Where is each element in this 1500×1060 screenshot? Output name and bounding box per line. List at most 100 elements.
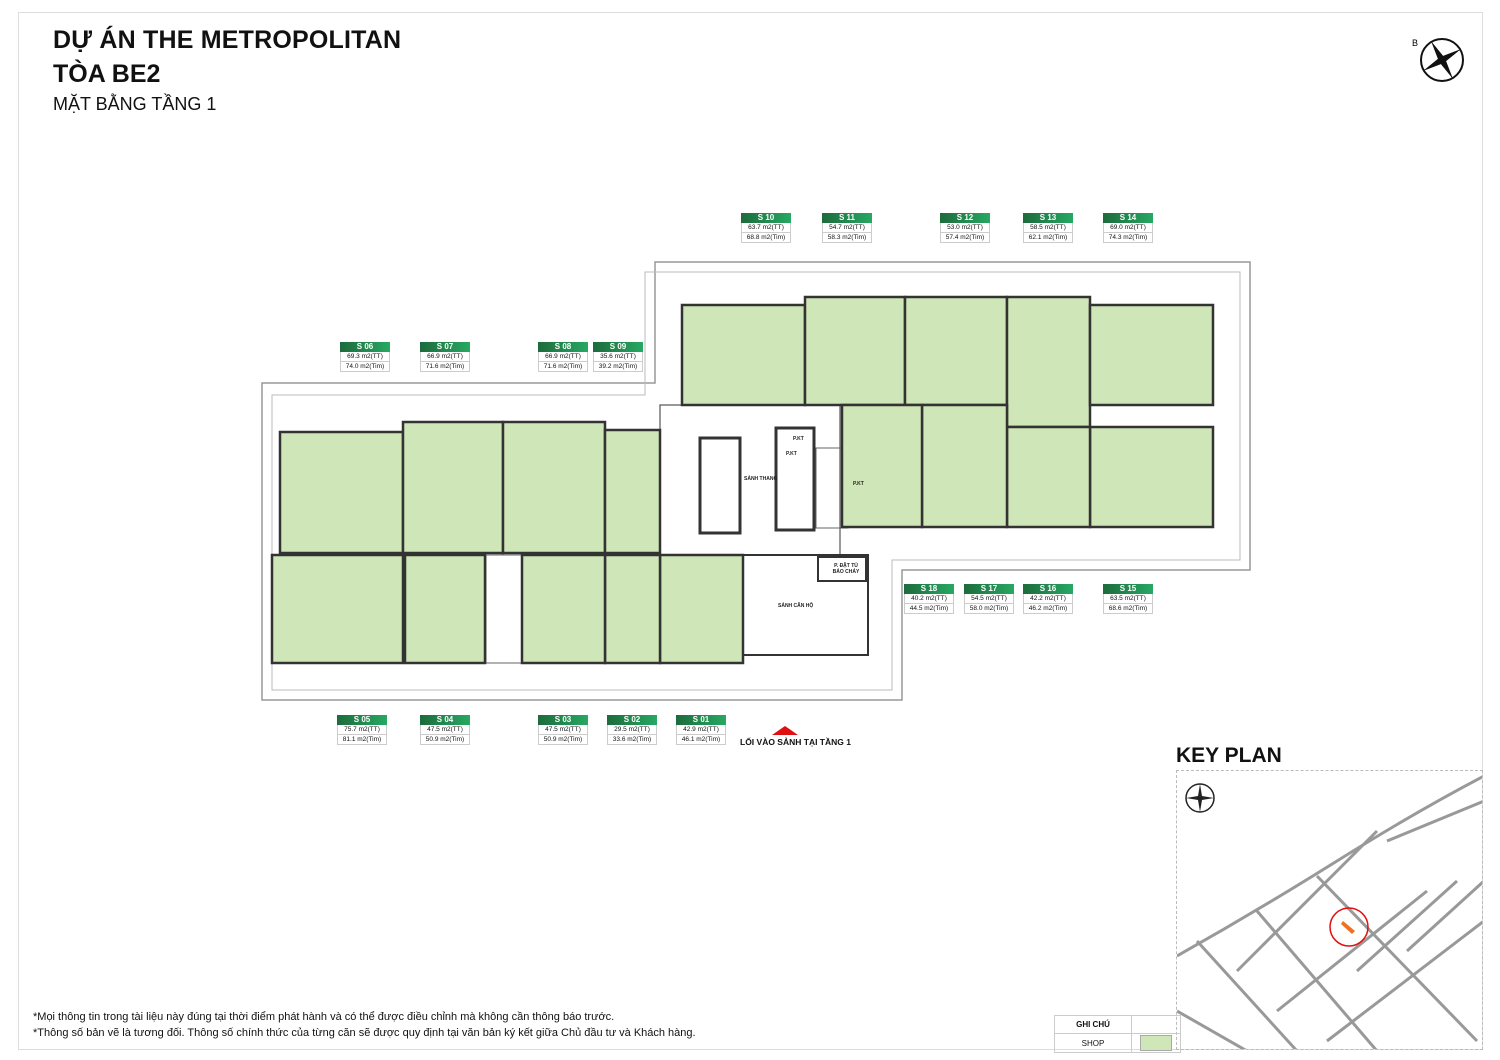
shop-id: S 04 bbox=[420, 715, 470, 725]
area-net: 58.5 m2(TT) bbox=[1023, 223, 1073, 233]
compass-north-label: B bbox=[1412, 38, 1418, 48]
shop-unit-s15[interactable] bbox=[1088, 425, 1215, 529]
area-net: 47.5 m2(TT) bbox=[420, 725, 470, 735]
area-gross: 57.4 m2(Tim) bbox=[940, 233, 990, 243]
key-plan-title: KEY PLAN bbox=[1176, 744, 1282, 767]
shop-id: S 11 bbox=[822, 213, 872, 223]
area-net: 69.3 m2(TT) bbox=[340, 352, 390, 362]
area-net: 40.2 m2(TT) bbox=[904, 594, 954, 604]
compass-icon: B bbox=[1412, 38, 1464, 82]
area-gross: 50.9 m2(Tim) bbox=[420, 735, 470, 745]
shop-unit-s04[interactable] bbox=[403, 553, 487, 665]
area-net: 75.7 m2(TT) bbox=[337, 725, 387, 735]
area-gross: 44.5 m2(Tim) bbox=[904, 604, 954, 614]
terrace-inner-outline bbox=[271, 271, 1241, 691]
area-gross: 62.1 m2(Tim) bbox=[1023, 233, 1073, 243]
area-net: 29.5 m2(TT) bbox=[607, 725, 657, 735]
area-net: 69.0 m2(TT) bbox=[1103, 223, 1153, 233]
area-gross: 58.0 m2(Tim) bbox=[964, 604, 1014, 614]
shop-unit-s13[interactable] bbox=[1005, 295, 1092, 429]
apartment-lobby-label: SẢNH CĂN HỘ bbox=[778, 603, 814, 609]
terrace-outline bbox=[261, 261, 1251, 701]
shop-unit-s06[interactable] bbox=[278, 430, 405, 555]
legend-shop-swatch bbox=[1140, 1035, 1172, 1051]
shop-unit-s08[interactable] bbox=[501, 420, 607, 555]
legend-table: GHI CHÚ SHOP bbox=[1054, 1015, 1181, 1053]
area-net: 42.2 m2(TT) bbox=[1023, 594, 1073, 604]
shop-unit-s03[interactable] bbox=[520, 553, 607, 665]
shop-unit-s05[interactable] bbox=[270, 553, 405, 665]
shop-id: S 01 bbox=[676, 715, 726, 725]
shop-unit-s14[interactable] bbox=[1088, 303, 1215, 407]
shop-units bbox=[270, 295, 1215, 665]
shop-id: S 16 bbox=[1023, 584, 1073, 594]
shop-id: S 10 bbox=[741, 213, 791, 223]
shop-unit-s12[interactable] bbox=[903, 295, 1009, 407]
shop-unit-s02[interactable] bbox=[603, 553, 662, 665]
area-gross: 71.6 m2(Tim) bbox=[420, 362, 470, 372]
shop-id: S 12 bbox=[940, 213, 990, 223]
tech-room-label: P.KT bbox=[793, 436, 804, 442]
shop-unit-s17[interactable] bbox=[920, 403, 1009, 529]
area-gross: 46.2 m2(Tim) bbox=[1023, 604, 1073, 614]
shop-id: S 07 bbox=[420, 342, 470, 352]
entrance-arrow-icon bbox=[772, 726, 798, 735]
shop-unit-s16[interactable] bbox=[1005, 425, 1092, 529]
area-gross: 50.9 m2(Tim) bbox=[538, 735, 588, 745]
area-gross: 74.0 m2(Tim) bbox=[340, 362, 390, 372]
legend-shop-label: SHOP bbox=[1054, 1033, 1132, 1053]
elevator-core-1 bbox=[698, 436, 742, 535]
shop-unit-s09[interactable] bbox=[603, 428, 662, 555]
area-net: 54.5 m2(TT) bbox=[964, 594, 1014, 604]
area-gross: 74.3 m2(Tim) bbox=[1103, 233, 1153, 243]
shop-id: S 18 bbox=[904, 584, 954, 594]
disclaimer-note: *Mọi thông tin trong tài liệu này đúng t… bbox=[33, 1011, 615, 1023]
compass-icon bbox=[1185, 783, 1215, 813]
area-gross: 39.2 m2(Tim) bbox=[593, 362, 643, 372]
area-net: 63.5 m2(TT) bbox=[1103, 594, 1153, 604]
area-gross: 46.1 m2(Tim) bbox=[676, 735, 726, 745]
area-gross: 33.6 m2(Tim) bbox=[607, 735, 657, 745]
area-net: 53.0 m2(TT) bbox=[940, 223, 990, 233]
area-gross: 81.1 m2(Tim) bbox=[337, 735, 387, 745]
area-net: 54.7 m2(TT) bbox=[822, 223, 872, 233]
site-highlight bbox=[1329, 907, 1369, 947]
area-net: 66.9 m2(TT) bbox=[420, 352, 470, 362]
shop-id: S 09 bbox=[593, 342, 643, 352]
shop-unit-s18[interactable] bbox=[840, 403, 924, 529]
area-net: 47.5 m2(TT) bbox=[538, 725, 588, 735]
entrance-label: LỐI VÀO SẢNH TẠI TẦNG 1 bbox=[740, 737, 851, 747]
shop-unit-s10[interactable] bbox=[680, 303, 807, 407]
shop-id: S 02 bbox=[607, 715, 657, 725]
shop-unit-s11[interactable] bbox=[803, 295, 907, 407]
shop-unit-s07[interactable] bbox=[401, 420, 505, 555]
floor-title: MẶT BẰNG TẦNG 1 bbox=[53, 94, 217, 114]
area-net: 35.6 m2(TT) bbox=[593, 352, 643, 362]
area-net: 42.9 m2(TT) bbox=[676, 725, 726, 735]
lift-lobby-label: SẢNH THANG bbox=[744, 476, 778, 482]
shop-unit-s01[interactable] bbox=[658, 553, 745, 665]
shop-id: S 15 bbox=[1103, 584, 1153, 594]
shop-id: S 08 bbox=[538, 342, 588, 352]
project-title: DỰ ÁN THE METROPOLITAN bbox=[53, 26, 402, 54]
area-gross: 71.6 m2(Tim) bbox=[538, 362, 588, 372]
key-plan-map bbox=[1176, 770, 1483, 1050]
tower-title: TÒA BE2 bbox=[53, 60, 161, 88]
fire-panel-label: P. ĐẶT TỦ BÁO CHÁY bbox=[832, 563, 860, 575]
shop-id: S 05 bbox=[337, 715, 387, 725]
apartment-lobby-room bbox=[742, 554, 869, 656]
